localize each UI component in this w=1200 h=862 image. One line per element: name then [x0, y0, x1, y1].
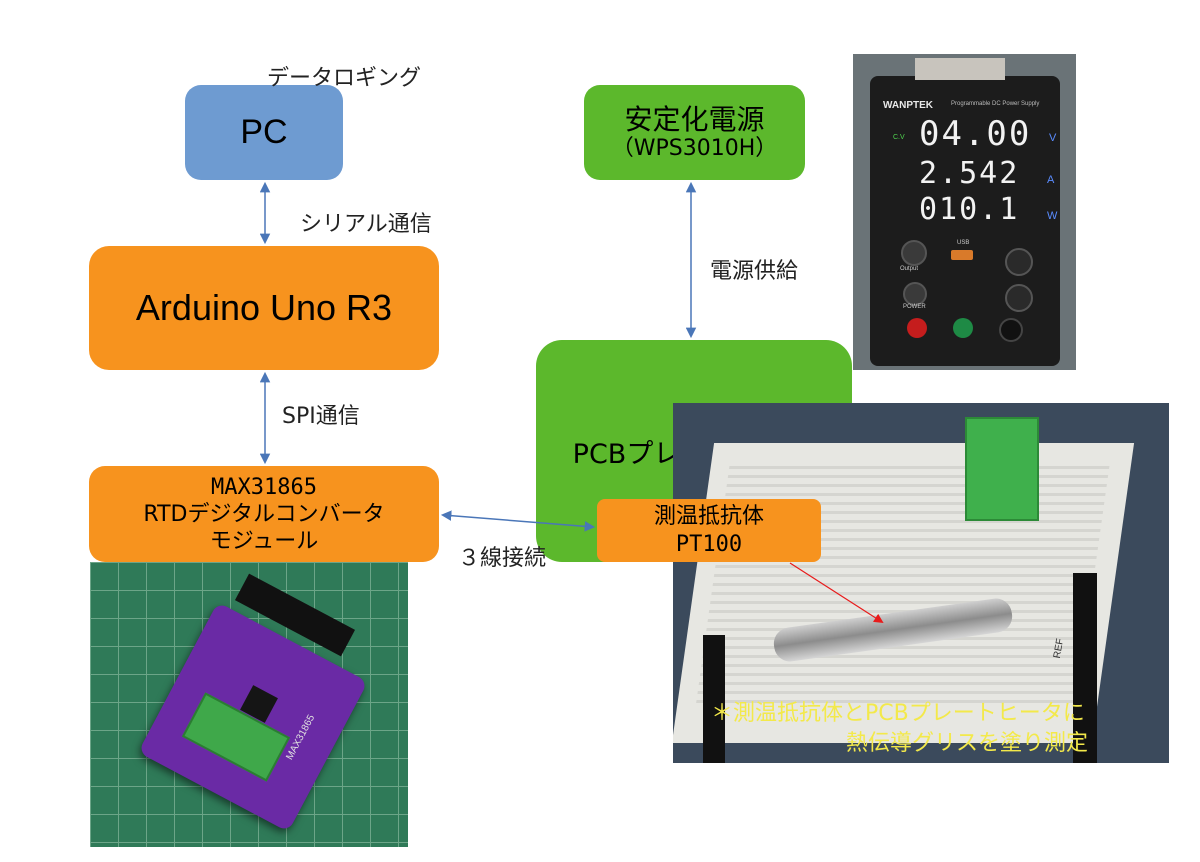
- psu-voltage: 04.00: [919, 114, 1032, 154]
- note-line-1: ＊測温抵抗体とPCBプレートヒータに: [711, 701, 1085, 726]
- psu-output-label: Output: [900, 266, 919, 272]
- max31865-photo: MAX31865: [90, 562, 408, 847]
- annotation-data-logging: データロギング: [267, 66, 422, 91]
- arduino-node: Arduino Uno R3: [89, 246, 439, 370]
- psu-current-unit: A: [1047, 174, 1055, 186]
- psu-power-button: [903, 282, 927, 306]
- max31865-node: MAX31865 RTDデジタルコンバータ モジュール: [89, 466, 439, 562]
- psu-model: Programmable DC Power Supply: [951, 101, 1040, 107]
- label-power-supply: 電源供給: [710, 259, 799, 284]
- rtd-node: 測温抵抗体 PT100: [597, 499, 821, 562]
- power-supply-label: 安定化電源: [624, 102, 765, 136]
- standoff-left: [703, 635, 725, 763]
- note-line-2: 熱伝導グリスを塗り測定: [846, 731, 1089, 756]
- edge-max-rtd: [440, 510, 596, 532]
- psu-output-button: [901, 240, 927, 266]
- rtd-model: PT100: [675, 531, 743, 557]
- label-serial-comm: シリアル通信: [300, 212, 432, 237]
- psu-current: 2.542: [919, 156, 1020, 191]
- power-supply-node: 安定化電源 （WPS3010H）: [584, 85, 805, 180]
- psu-brand: WANPTEK: [883, 100, 933, 111]
- psu-power-button-label: POWER: [903, 304, 926, 310]
- psu-photo: WANPTEK Programmable DC Power Supply C.V…: [853, 54, 1076, 370]
- psu-terminal-red: [907, 318, 927, 338]
- max31865-label: MAX31865: [211, 474, 317, 500]
- pc-label: PC: [240, 113, 288, 151]
- arduino-label: Arduino Uno R3: [135, 287, 393, 328]
- psu-voltage-knob: [1005, 248, 1033, 276]
- psu-top-plate: [915, 58, 1005, 80]
- pc-node: PC: [185, 85, 343, 180]
- heater-photo: REF ＊測温抵抗体とPCBプレートヒータに 熱伝導グリスを塗り測定: [673, 403, 1169, 763]
- standoff-right: [1073, 573, 1097, 763]
- terminal-block: [965, 417, 1039, 521]
- psu-voltage-unit: V: [1049, 132, 1057, 144]
- psu-terminal-green: [953, 318, 973, 338]
- power-supply-model: （WPS3010H）: [611, 135, 778, 161]
- psu-front-panel: [870, 76, 1060, 366]
- max31865-module: モジュール: [209, 528, 319, 554]
- psu-power: 010.1: [919, 192, 1020, 227]
- psu-usb-label: USB: [957, 240, 970, 246]
- label-three-wire: ３線接続: [458, 546, 547, 571]
- psu-usb-port: [951, 250, 973, 260]
- max31865-desc: RTDデジタルコンバータ: [143, 501, 385, 527]
- pointer-rtd-probe: [789, 562, 884, 624]
- psu-power-unit: W: [1047, 210, 1058, 222]
- psu-terminal-black: [999, 318, 1023, 342]
- rtd-label: 測温抵抗体: [653, 503, 764, 529]
- label-spi-comm: SPI通信: [282, 404, 360, 429]
- psu-current-knob: [1005, 284, 1033, 312]
- psu-cv-indicator: C.V: [893, 134, 905, 141]
